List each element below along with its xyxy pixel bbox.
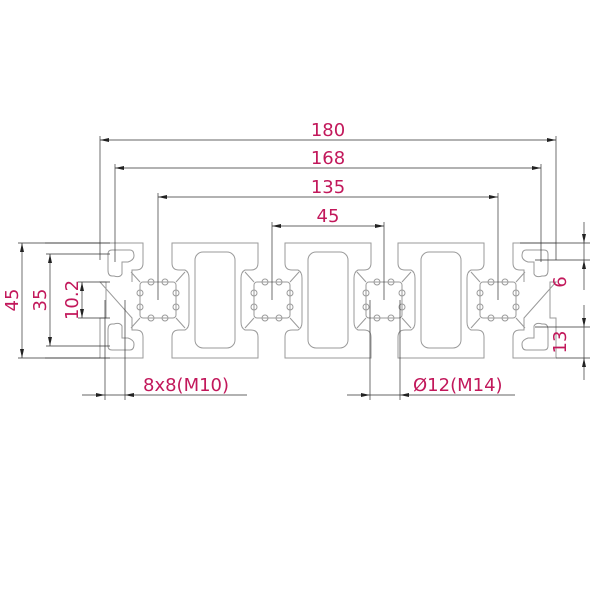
dim-45-pitch: 45 xyxy=(317,206,340,227)
chamber-cavity xyxy=(194,251,236,349)
core-notch xyxy=(476,289,484,297)
dim-45-height: 45 xyxy=(2,289,23,312)
chamber-cavity xyxy=(420,251,462,349)
arrowhead xyxy=(272,224,281,228)
core-notch xyxy=(275,278,283,286)
arrowhead xyxy=(48,337,52,346)
core-notch xyxy=(161,278,169,286)
core-web xyxy=(244,271,300,329)
dim-13: 13 xyxy=(550,331,571,354)
core-notch xyxy=(387,314,395,322)
core-notch xyxy=(512,289,520,297)
arrowhead xyxy=(400,393,409,397)
end-pocket-bottom xyxy=(521,322,549,351)
arrowhead xyxy=(80,309,84,318)
core-notch xyxy=(136,303,144,311)
core-notch xyxy=(172,289,180,297)
arrowhead xyxy=(96,393,105,397)
core-notch xyxy=(487,314,495,322)
dim-135: 135 xyxy=(311,177,345,198)
core-notch xyxy=(387,278,395,286)
core-notch xyxy=(512,303,520,311)
core-web xyxy=(470,271,526,329)
arrowhead xyxy=(20,349,24,358)
arrowhead xyxy=(115,166,124,170)
arrowhead xyxy=(80,282,84,291)
profile-outline xyxy=(98,242,558,359)
end-wall xyxy=(98,242,144,359)
core-notch xyxy=(261,314,269,322)
core-notch xyxy=(398,303,406,311)
arrowhead xyxy=(375,224,384,228)
core-notch xyxy=(172,303,180,311)
arrowhead xyxy=(158,195,167,199)
core-notch xyxy=(501,278,509,286)
core-notch xyxy=(136,289,144,297)
dim-35: 35 xyxy=(30,289,51,312)
dim-d12-m14: Ø12(M14) xyxy=(413,375,503,396)
core-web xyxy=(356,271,412,329)
arrowhead xyxy=(20,243,24,252)
core-notch xyxy=(250,289,258,297)
core-notch xyxy=(286,289,294,297)
end-pocket-top xyxy=(107,249,135,278)
arrowhead xyxy=(100,138,109,142)
core-notch xyxy=(501,314,509,322)
core-notch xyxy=(476,303,484,311)
arrowhead xyxy=(489,195,498,199)
dim-10-2: 10.2 xyxy=(62,280,83,320)
core-notch xyxy=(487,278,495,286)
end-pocket-bottom xyxy=(107,322,135,351)
core-notch xyxy=(362,289,370,297)
chamber-outer xyxy=(397,242,485,359)
arrowhead xyxy=(582,234,586,243)
chamber-cavity xyxy=(307,251,349,349)
arrowhead xyxy=(125,393,134,397)
core-notch xyxy=(250,303,258,311)
end-pocket-top xyxy=(521,249,549,278)
core-notch xyxy=(275,314,283,322)
core-notch xyxy=(261,278,269,286)
arrowhead xyxy=(582,260,586,269)
dim-180: 180 xyxy=(311,120,345,141)
arrowhead xyxy=(582,318,586,327)
dim-6: 6 xyxy=(550,276,571,287)
chamber-outer xyxy=(284,242,372,359)
core-notch xyxy=(161,314,169,322)
core-notch xyxy=(373,278,381,286)
core-notch xyxy=(147,314,155,322)
arrowhead xyxy=(361,393,370,397)
arrowhead xyxy=(547,138,556,142)
dim-168: 168 xyxy=(311,148,345,169)
chamber-outer xyxy=(171,242,259,359)
arrowhead xyxy=(532,166,541,170)
core-notch xyxy=(373,314,381,322)
end-wall xyxy=(512,242,558,359)
core-notch xyxy=(286,303,294,311)
core-notch xyxy=(147,278,155,286)
core-notch xyxy=(398,289,406,297)
arrowhead xyxy=(48,254,52,263)
arrowhead xyxy=(582,358,586,367)
dim-8x8-m10: 8x8(M10) xyxy=(143,375,229,396)
core-web xyxy=(130,271,186,329)
core-notch xyxy=(362,303,370,311)
dimension-lines xyxy=(18,136,590,400)
